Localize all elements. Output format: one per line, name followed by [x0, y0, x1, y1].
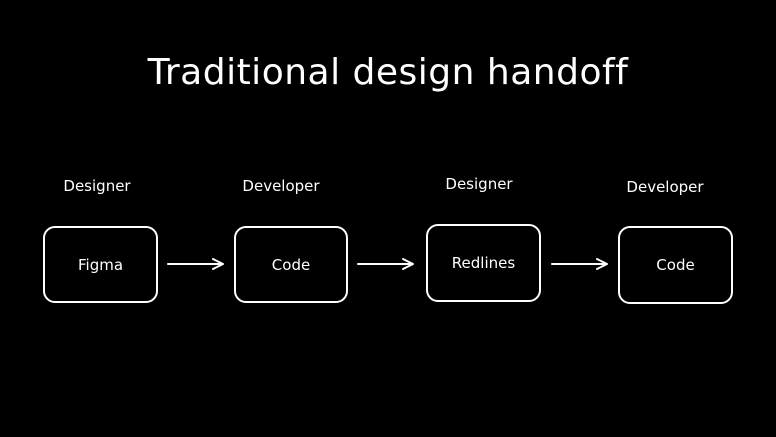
- node-label: Redlines: [451, 254, 516, 272]
- arrow-right-icon: [357, 258, 414, 270]
- role-label-developer: Developer: [626, 178, 704, 196]
- arrow-right-icon: [167, 258, 224, 270]
- node-code: Code: [234, 226, 348, 303]
- role-label-designer: Designer: [445, 175, 513, 193]
- role-label-developer: Developer: [242, 177, 320, 195]
- node-label: Code: [271, 255, 311, 274]
- diagram-title: Traditional design handoff: [147, 52, 629, 93]
- node-figma: Figma: [43, 226, 158, 303]
- arrow-right-icon: [551, 258, 608, 270]
- node-redlines: Redlines: [426, 224, 541, 302]
- node-code: Code: [618, 226, 733, 304]
- role-label-designer: Designer: [63, 177, 131, 195]
- node-label: Code: [656, 256, 695, 274]
- node-label: Figma: [77, 255, 124, 274]
